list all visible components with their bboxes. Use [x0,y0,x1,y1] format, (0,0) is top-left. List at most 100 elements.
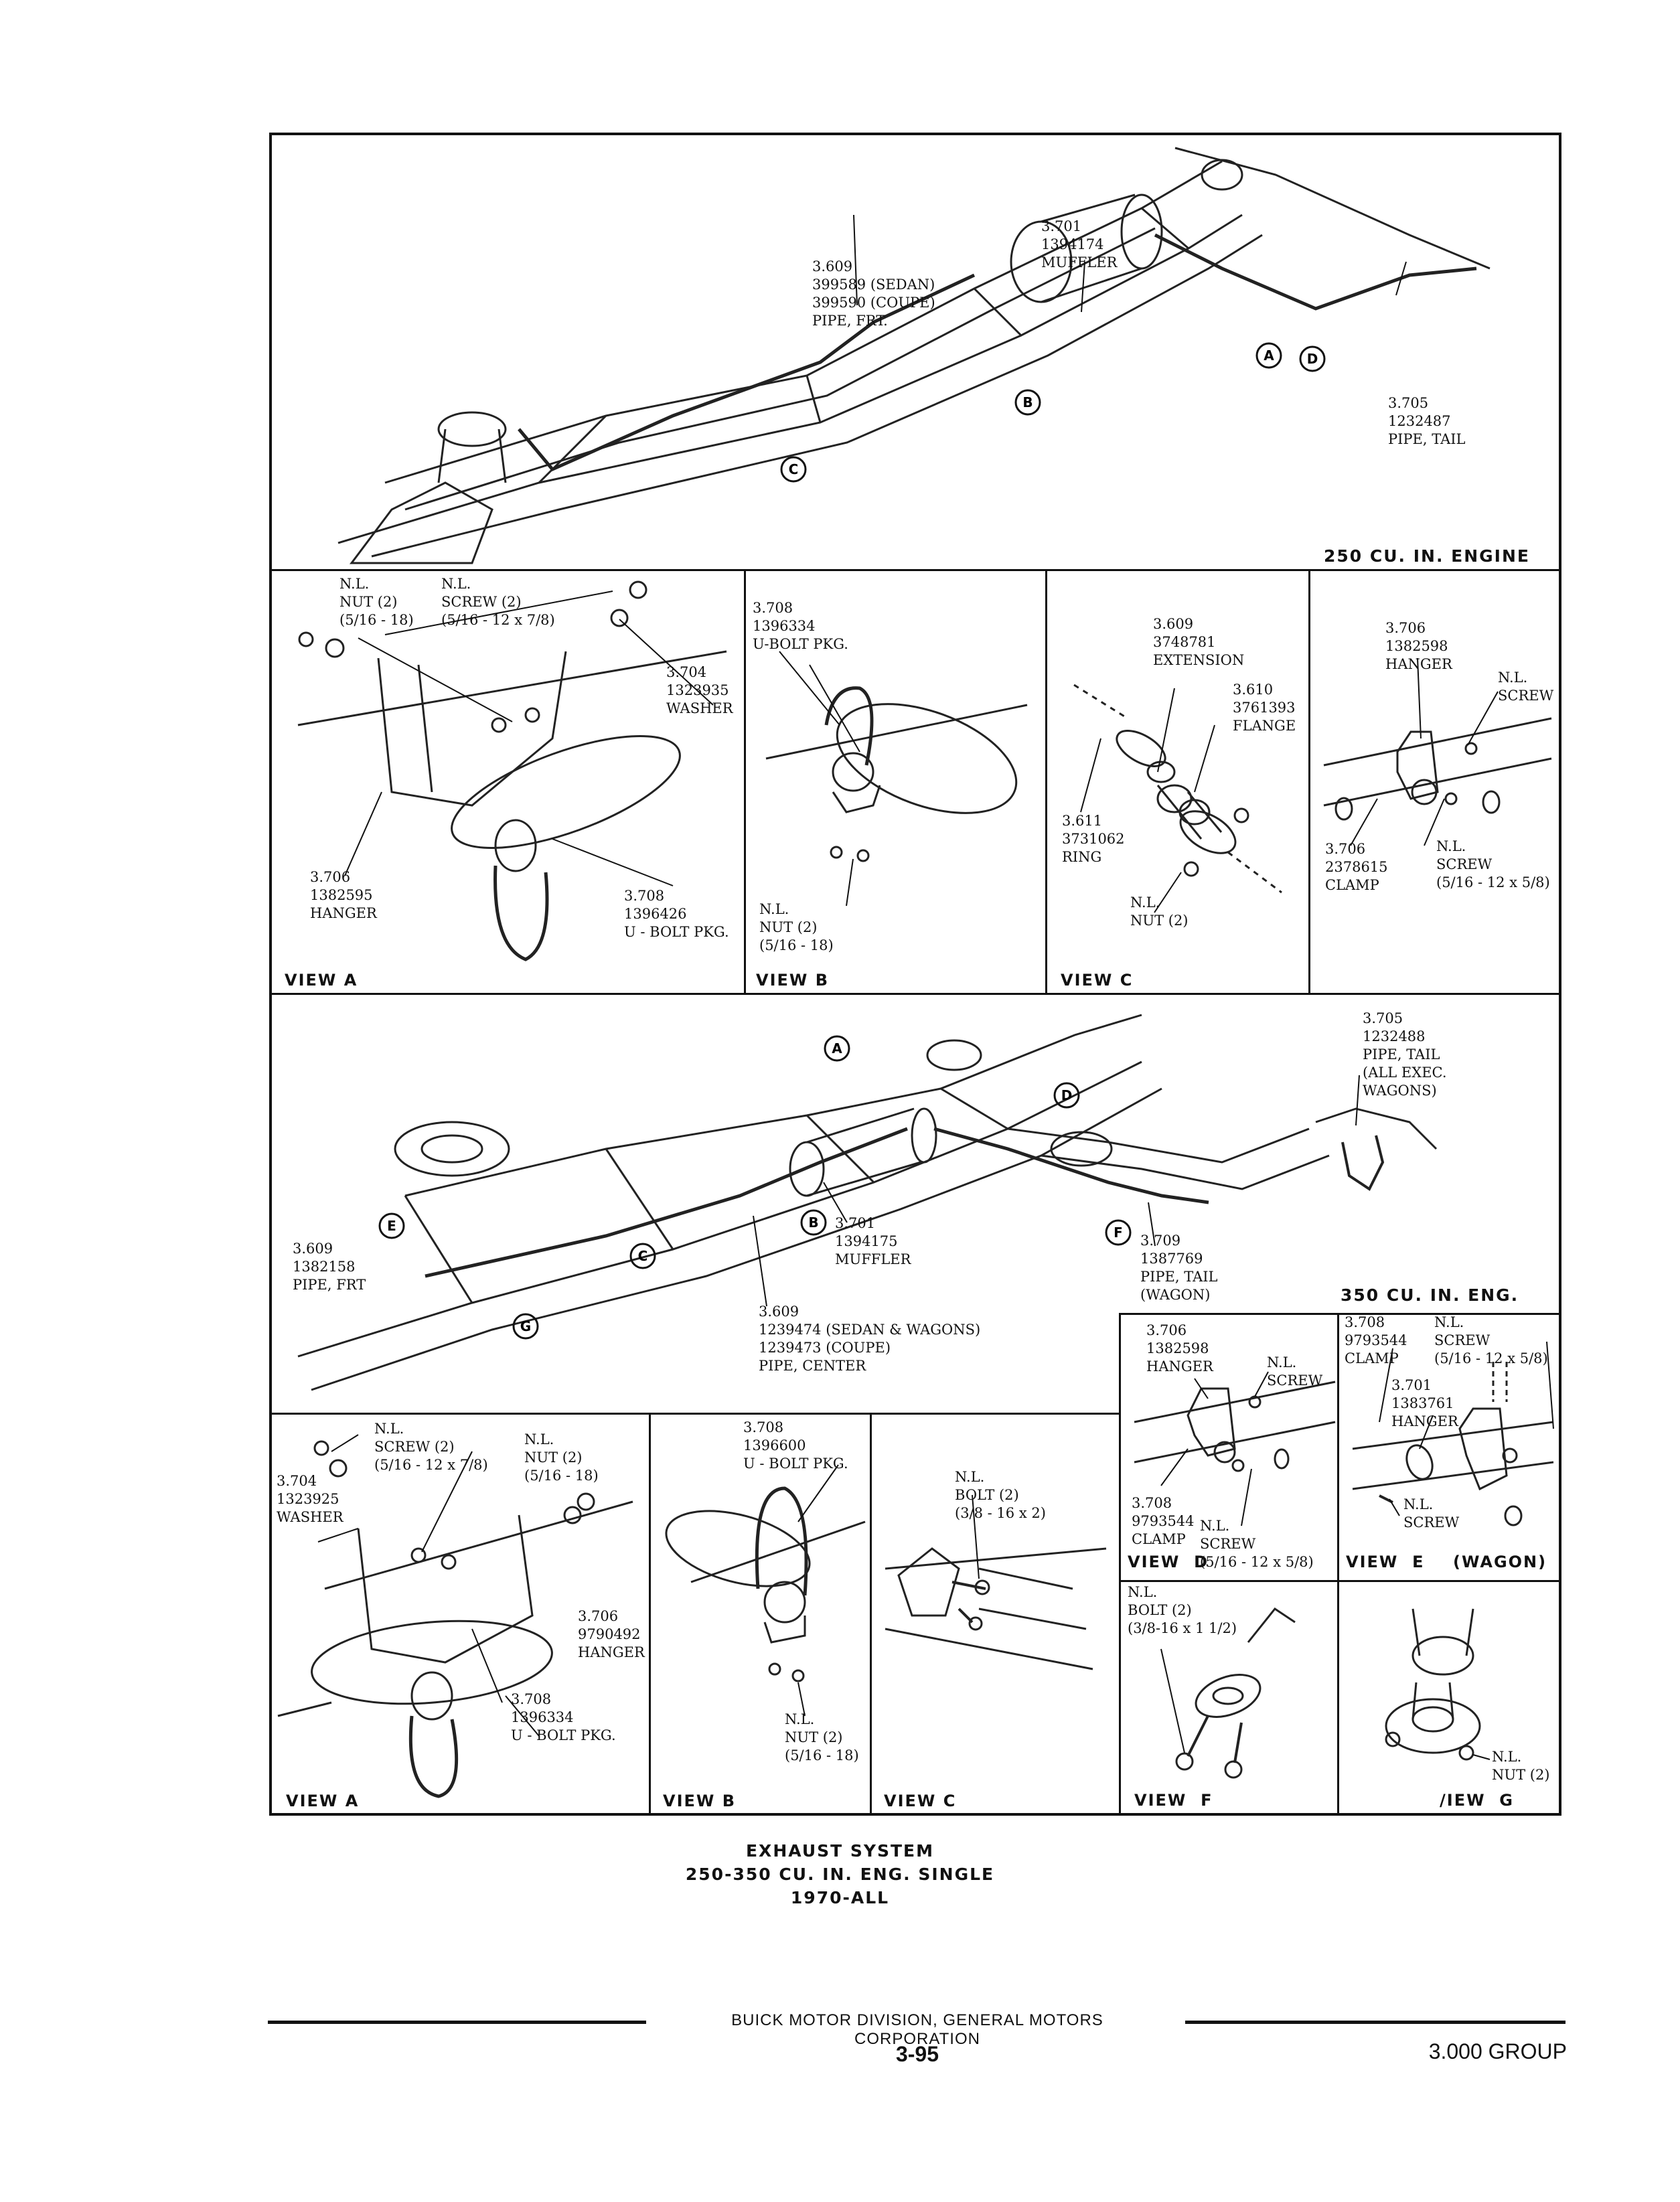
view-a-250-illustration [297,580,727,961]
label-screw-top-350e: N.L. SCREW (5/16 - 12 x 5/8) [1434,1314,1548,1366]
view-c-250-title: VIEW C [1061,971,1134,990]
label-extension-250c: 3.609 3748781 EXTENSION [1153,616,1245,668]
marker-350-e: E [387,1218,396,1234]
label-hanger-250d: 3.706 1382598 HANGER [1385,620,1452,672]
label-nut-250c: N.L. NUT (2) [1130,894,1189,929]
footer-page-number: 3-95 [895,2042,939,2066]
marker-b: B [1022,394,1033,410]
label-screw-250a: N.L. SCREW (2) (5/16 - 12 x 7/8) [441,576,555,628]
view-g-350-title: /IEW G [1440,1791,1514,1810]
label-nut-350b: N.L. NUT (2) (5/16 - 18) [785,1711,859,1763]
marker-a: A [1264,347,1274,364]
label-ubolt-350a: 3.708 1396334 U - BOLT PKG. [511,1691,616,1743]
label-screw-350d: N.L. SCREW [1200,1518,1256,1552]
label-muffler: 3.701 1394174 MUFFLER [1041,218,1118,270]
mid-diagram-panel: A B C D E F G 3.705 1232488 PIPE, TAIL (… [269,993,1561,1415]
footer-rule-left [268,2021,646,2024]
label-pipe-tail: 3.705 1232487 PIPE, TAIL [1388,395,1466,447]
caption-line-3: 1970-ALL [790,1888,890,1907]
footer-company: BUICK MOTOR DIVISION, GENERAL MOTORS COR… [731,2011,1103,2048]
label-clamp-350d: 3.708 9793544 CLAMP [1132,1495,1195,1547]
view-b-350-illustration [665,1464,866,1717]
view-e-350-illustration [1352,1341,1554,1526]
chassis-250-illustration: A B C D [337,147,1491,564]
label-pipe-tail-exec: 3.705 1232488 PIPE, TAIL (ALL EXEC. WAGO… [1363,1010,1447,1099]
view-d-350-panel: 3.706 1382598 HANGER N.L. SCREW 3.708 97… [1119,1313,1339,1582]
label-hanger-350e: 3.701 1383761 HANGER [1391,1377,1458,1429]
top-diagram-panel: A B C D 3.609 399589 (SEDAN) 399590 (COU… [269,133,1561,571]
view-b-250-title: VIEW B [756,971,830,990]
label-hanger-350a: 3.706 9790492 HANGER [578,1608,645,1660]
view-a-250-panel: N.L. NUT (2) (5/16 - 18) N.L. SCREW (2) … [269,569,746,995]
label-ubolt-250a: 3.708 1396426 U - BOLT PKG. [624,888,729,940]
label-screw-350e: N.L. SCREW [1403,1496,1460,1530]
marker-350-d: D [1061,1087,1073,1103]
view-c-250-illustration [1073,684,1282,913]
view-a-350-title: VIEW A [286,1792,360,1810]
view-b-350-panel: 3.708 1396600 U - BOLT PKG. N.L. NUT (2)… [649,1413,872,1816]
marker-c: C [789,461,799,477]
view-c-350-illustration [885,1494,1107,1670]
view-a-350-illustration [277,1434,633,1798]
caption-line-1: EXHAUST SYSTEM [745,1841,935,1861]
view-e-350-panel: 3.708 9793544 CLAMP N.L. SCREW (5/16 - 1… [1337,1313,1561,1582]
label-screw-top-350d: N.L. SCREW [1267,1354,1323,1389]
view-c-350-panel: N.L. BOLT (2) (3/8 - 16 x 2) VIEW C [870,1413,1121,1816]
label-washer-350a: 3.704 1323925 WASHER [277,1473,343,1525]
label-bolt-350f: N.L. BOLT (2) (3/8-16 x 1 1/2) [1128,1584,1237,1636]
marker-350-f: F [1114,1225,1123,1241]
label-washer-250a: 3.704 1323935 WASHER [666,664,733,716]
label-pipe-tail-wagon: 3.709 1387769 PIPE, TAIL (WAGON) [1140,1233,1218,1303]
footer-rule-right [1185,2021,1566,2024]
chassis-350-illustration: A B C D E F G [297,1014,1438,1391]
view-e-350-title: VIEW E [1346,1553,1425,1571]
marker-350-a: A [832,1040,842,1056]
label-pipe-center: 3.609 1239474 (SEDAN & WAGONS) 1239473 (… [759,1304,981,1374]
label-hanger-250a: 3.706 1382595 HANGER [310,869,377,921]
marker-350-c: C [638,1248,648,1264]
view-f-350-panel: N.L. BOLT (2) (3/8-16 x 1 1/2) VIEW F [1119,1580,1339,1816]
view-d-350-illustration [1134,1371,1336,1526]
footer-group: 3.000 GROUP [1428,2039,1567,2063]
label-screw-350a: N.L. SCREW (2) (5/16 - 12 x 7/8) [374,1421,488,1473]
label-clamp-250d: 3.706 2378615 CLAMP [1325,841,1388,893]
label-hanger-350d: 3.706 1382598 HANGER [1146,1322,1213,1374]
view-c-250-panel: 3.609 3748781 EXTENSION 3.610 3761393 FL… [1045,569,1310,995]
label-screw-250d: N.L. SCREW (5/16 - 12 x 5/8) [1436,838,1550,890]
caption-line-2: 250-350 CU. IN. ENG. SINGLE [685,1865,995,1884]
label-nut-250b: N.L. NUT (2) (5/16 - 18) [759,901,834,953]
label-pipe-frt-350: 3.609 1382158 PIPE, FRT [293,1241,366,1293]
label-pipe-front: 3.609 399589 (SEDAN) 399590 (COUPE) PIPE… [812,258,935,329]
engine-label-350: 350 CU. IN. ENG. [1341,1285,1519,1305]
label-muffler-350: 3.701 1394175 MUFFLER [835,1215,911,1267]
label-bolt-350c: N.L. BOLT (2) (3/8 - 16 x 2) [955,1469,1046,1521]
label-nut-350g: N.L. NUT (2) [1492,1749,1550,1783]
marker-350-b: B [808,1214,818,1231]
view-a-350-panel: N.L. SCREW (2) (5/16 - 12 x 7/8) N.L. NU… [269,1413,651,1816]
label-nut-350a: N.L. NUT (2) (5/16 - 18) [524,1431,599,1484]
engine-label-250: 250 CU. IN. ENGINE [1324,546,1530,566]
view-b-350-title: VIEW B [663,1792,737,1810]
view-d-250-illustration [1323,657,1552,846]
view-g-350-panel: N.L. NUT (2) /IEW G [1337,1580,1561,1816]
label-ubolt-250b: 3.708 1396334 U-BOLT PKG. [753,600,848,652]
view-c-350-title: VIEW C [884,1792,957,1810]
label-clamp-350e: 3.708 9793544 CLAMP [1345,1314,1407,1366]
marker-350-g: G [520,1318,531,1334]
marker-d: D [1307,351,1318,367]
label-flange-250c: 3.610 3761393 FLANGE [1233,682,1296,734]
label-ring-250c: 3.611 3731062 RING [1062,813,1125,865]
label-ubolt-350b: 3.708 1396600 U - BOLT PKG. [743,1419,848,1472]
view-d-350-title: VIEW D [1128,1553,1209,1571]
view-e-wagon-label: (WAGON) [1453,1553,1547,1571]
label-screw-top-250d: N.L. SCREW [1498,670,1554,704]
view-b-250-illustration [765,651,1028,907]
view-a-250-title: VIEW A [285,971,358,990]
label-size-350d: (5/16 - 12 x 5/8) [1200,1554,1314,1570]
view-d-250-panel: 3.706 1382598 HANGER N.L. SCREW 3.706 23… [1308,569,1561,995]
view-f-350-title: VIEW F [1134,1791,1213,1810]
view-f-350-illustration [1160,1607,1296,1779]
view-g-350-illustration [1385,1608,1491,1761]
label-nut-250a: N.L. NUT (2) (5/16 - 18) [339,576,414,628]
view-b-250-panel: 3.708 1396334 U-BOLT PKG. N.L. NUT (2) (… [744,569,1047,995]
